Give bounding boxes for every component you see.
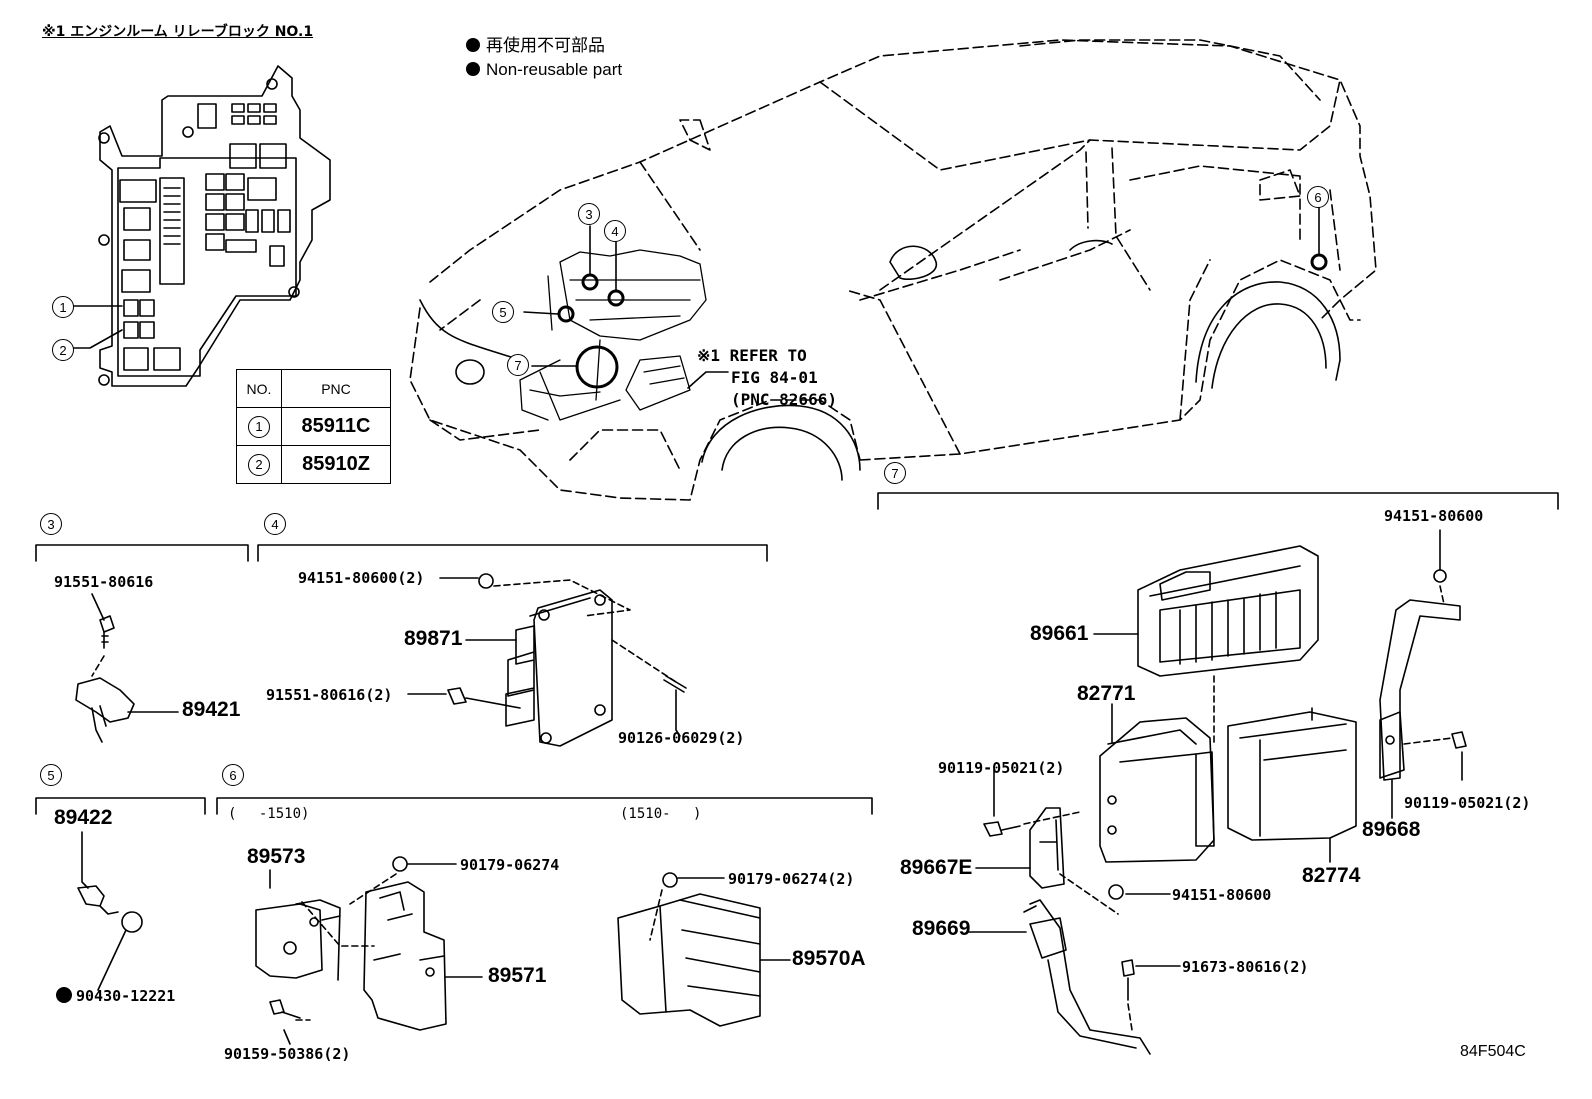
part-82774: 82774 — [1302, 864, 1361, 887]
pnc-table: NO. PNC 1 85911C 2 85910Z — [236, 369, 391, 484]
section-3-parts — [75, 593, 179, 743]
part-89661: 89661 — [1030, 622, 1089, 645]
refer-note-line2: FIG 84-01 — [731, 368, 818, 387]
section-brackets — [35, 492, 1559, 815]
figure-code: 84F504C — [1460, 1043, 1526, 1060]
part-89669: 89669 — [912, 917, 971, 940]
range-after-1510: (1510- ) — [620, 806, 702, 822]
part-90179-06274: 90179-06274 — [460, 856, 560, 874]
non-reusable-dot-icon — [466, 62, 480, 76]
col-header-pnc: PNC — [281, 369, 391, 408]
part-94151-80600-top: 94151-80600 — [1384, 507, 1484, 525]
part-89421: 89421 — [182, 698, 241, 721]
callout-3: 3 — [578, 203, 600, 225]
section-4-parts — [407, 573, 687, 747]
relay-block-title: ※1 エンジンルーム リレーブロック NO.1 — [42, 24, 314, 40]
callout-7: 7 — [507, 354, 529, 376]
callout-4: 4 — [604, 220, 626, 242]
refer-note-line3: (PNC 82666) — [731, 390, 837, 409]
part-89570A: 89570A — [792, 947, 866, 970]
section-5-badge: 5 — [40, 764, 62, 786]
callout-badge: 2 — [248, 453, 270, 476]
location-markers — [523, 207, 1328, 389]
callout-2: 2 — [52, 339, 74, 361]
relay-block-drawing — [73, 65, 331, 387]
part-91551-80616: 91551-80616 — [54, 573, 154, 591]
refer-note-line1: ※1 REFER TO — [697, 346, 807, 365]
section-5-parts — [77, 831, 143, 991]
non-reusable-dot-icon — [56, 987, 72, 1003]
vehicle-outline — [409, 39, 1377, 501]
part-90119-05021-2-right: 90119-05021(2) — [1404, 794, 1531, 812]
table-row: 1 85911C — [236, 407, 391, 446]
part-89667E: 89667E — [900, 856, 973, 879]
wheel-arches — [419, 239, 1341, 481]
non-reusable-dot-icon — [466, 38, 480, 52]
part-82771: 82771 — [1077, 682, 1136, 705]
part-89571: 89571 — [488, 964, 547, 987]
section-3-badge: 3 — [40, 513, 62, 535]
callout-badge: 1 — [248, 415, 270, 438]
part-94151-80600-2: 94151-80600(2) — [298, 569, 425, 587]
callout-6: 6 — [1307, 186, 1329, 208]
engine-compartment — [519, 249, 707, 421]
section-7-badge: 7 — [884, 462, 906, 484]
part-89422: 89422 — [54, 806, 113, 829]
part-90430-12221: 90430-12221 — [56, 986, 175, 1006]
pnc-value: 85910Z — [281, 445, 391, 484]
pnc-value: 85911C — [281, 407, 391, 446]
legend-en: Non-reusable part — [466, 60, 622, 80]
part-91551-80616-2: 91551-80616(2) — [266, 686, 393, 704]
part-89871: 89871 — [404, 627, 463, 650]
legend-jp: 再使用不可部品 — [466, 36, 605, 56]
part-90126-06029-2: 90126-06029(2) — [618, 729, 745, 747]
section-7-parts — [967, 529, 1467, 1055]
col-header-no: NO. — [236, 369, 282, 408]
part-90179-06274-2: 90179-06274(2) — [728, 870, 855, 888]
section-6-badge: 6 — [222, 764, 244, 786]
part-89668: 89668 — [1362, 818, 1421, 841]
part-90119-05021-2-left: 90119-05021(2) — [938, 759, 1065, 777]
pnc-table-header: NO. PNC — [236, 369, 391, 408]
table-row: 2 85910Z — [236, 445, 391, 484]
part-89573: 89573 — [247, 845, 306, 868]
range-before-1510: ( -1510) — [228, 806, 310, 822]
part-91673-80616-2: 91673-80616(2) — [1182, 958, 1309, 976]
part-94151-80600-mid: 94151-80600 — [1172, 886, 1272, 904]
callout-1: 1 — [52, 296, 74, 318]
part-90159-50386-2: 90159-50386(2) — [224, 1045, 351, 1063]
section-6-parts — [255, 856, 791, 1045]
callout-5: 5 — [492, 301, 514, 323]
section-4-badge: 4 — [264, 513, 286, 535]
